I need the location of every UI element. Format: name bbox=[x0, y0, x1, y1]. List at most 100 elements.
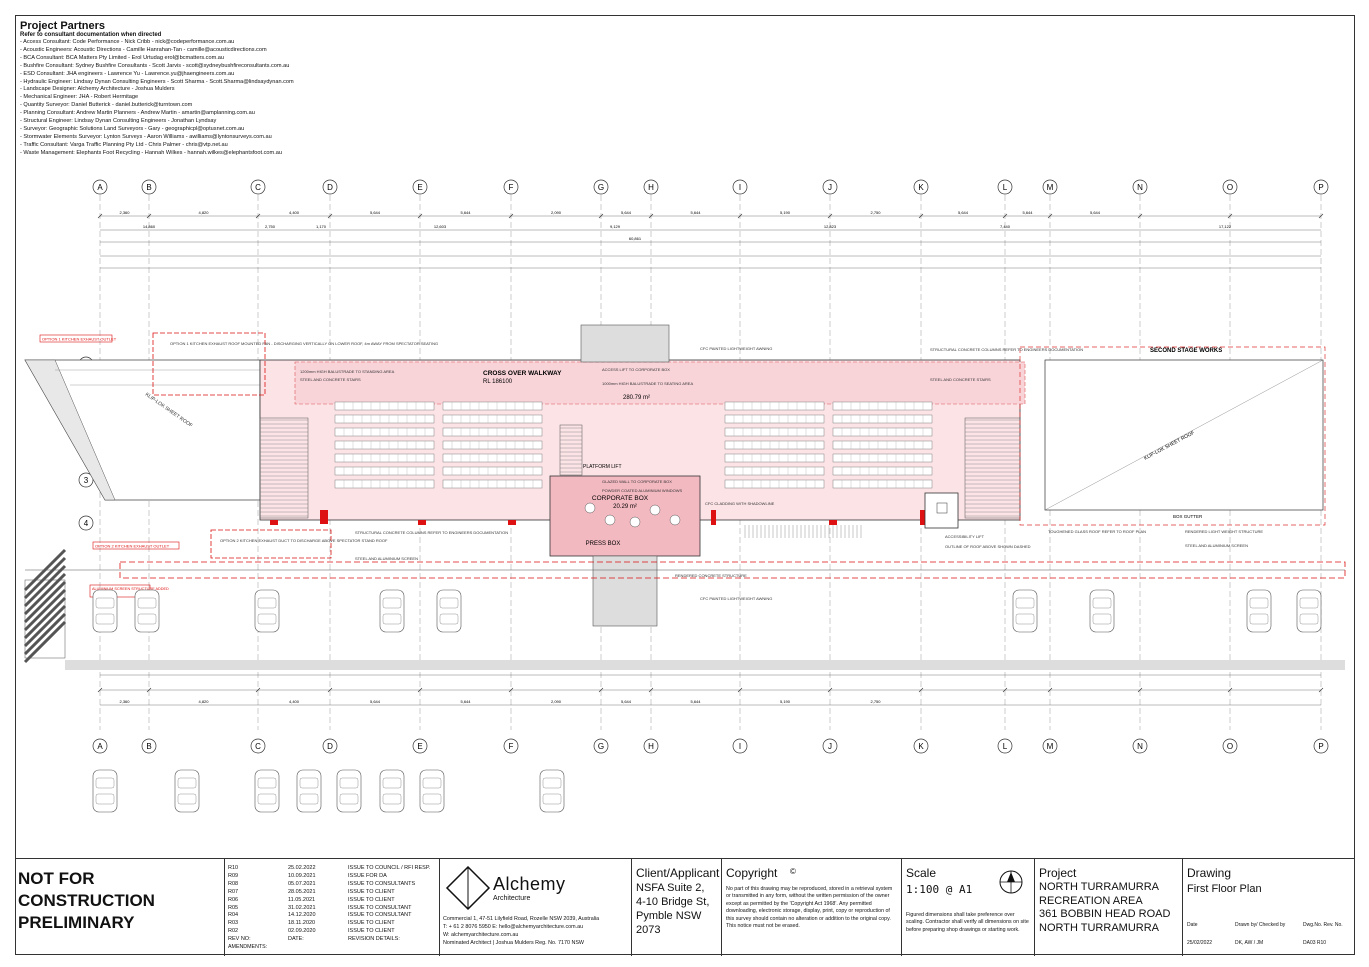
grid-label-top: C bbox=[255, 183, 261, 192]
revision-cell: R03 bbox=[228, 920, 239, 927]
revision-cell: DATE: bbox=[288, 936, 304, 943]
left-roof-edge bbox=[24, 359, 116, 501]
amendments-label: AMENDMENTS: bbox=[228, 944, 268, 950]
partners-subtitle: Refer to consultant documentation when d… bbox=[20, 32, 162, 38]
car bbox=[174, 769, 200, 813]
note-powder-coated: POWDER COATED ALUMINIUM WINDOWS bbox=[602, 488, 682, 493]
grid-bubble-bottom bbox=[1132, 738, 1148, 754]
car bbox=[134, 589, 160, 633]
grid-label-bottom: E bbox=[417, 742, 422, 751]
copyright-icon: © bbox=[790, 867, 796, 876]
grid-label-top: J bbox=[828, 183, 832, 192]
partner-line: - Waste Management: Elephants Foot Recyc… bbox=[20, 149, 282, 156]
dim-text-mid: 9,129 bbox=[610, 224, 621, 229]
walkway-label: CROSS OVER WALKWAY bbox=[483, 370, 562, 377]
partner-line: - Hydraulic Engineer: Lindsay Dynan Cons… bbox=[20, 78, 294, 85]
copyright-title: Copyright bbox=[726, 866, 778, 880]
grid-bubble-top bbox=[1042, 179, 1058, 195]
grid-bubble-top bbox=[141, 179, 157, 195]
partner-line: - Planning Consultant: Andrew Martin Pla… bbox=[20, 110, 255, 117]
dim-text: 5,644 bbox=[370, 210, 381, 215]
revision-cell: 02.09.2020 bbox=[288, 928, 316, 935]
dim-text: 2,090 bbox=[551, 210, 562, 215]
car bbox=[1012, 589, 1038, 633]
dim-text-bottom: 5,644 bbox=[690, 699, 701, 704]
car bbox=[336, 769, 362, 813]
grid-bubble-top bbox=[643, 179, 659, 195]
note-struct-column-lower: STRUCTURAL CONCRETE COLUMNS REFER TO ENG… bbox=[355, 530, 508, 535]
option2-exhaust-box bbox=[210, 529, 332, 559]
car bbox=[379, 589, 405, 633]
scale-title: Scale bbox=[906, 866, 937, 880]
structural-columns bbox=[270, 510, 925, 525]
grid-label-row: 4 bbox=[84, 519, 89, 528]
grid-label-top: L bbox=[1003, 183, 1008, 192]
partner-line: - Structural Engineer: Lindsay Dynan Con… bbox=[20, 118, 217, 125]
revision-cell: ISSUE TO CONSULTANTS bbox=[348, 880, 416, 887]
revision-cell: ISSUE TO CLIENT bbox=[348, 896, 395, 903]
dim-text-bottom: 5,644 bbox=[621, 699, 632, 704]
corporate-box-label: CORPORATE BOX bbox=[592, 495, 649, 502]
grid-label-top: O bbox=[1227, 183, 1233, 192]
grid-bubble-bottom bbox=[593, 738, 609, 754]
grid-bubble-bottom bbox=[503, 738, 519, 754]
cross-over-walkway bbox=[294, 361, 1026, 405]
second-stage-label: SECOND STAGE WORKS bbox=[1150, 348, 1222, 354]
drawing-sheet-border bbox=[15, 15, 1355, 955]
car bbox=[1089, 589, 1115, 633]
car bbox=[92, 589, 118, 633]
dim-text-bottom: 5,644 bbox=[370, 699, 381, 704]
dim-text-bottom: 5,644 bbox=[460, 699, 471, 704]
dim-text-mid: 2,750 bbox=[265, 224, 276, 229]
option2-tag: OPTION 2 KITCHEN EXHAUST OUTLET bbox=[95, 544, 170, 549]
dim-text: 2,360 bbox=[119, 210, 130, 215]
note-outline-roof: OUTLINE OF ROOF ABOVE SHOWN DASHED bbox=[945, 544, 1031, 549]
grid-bubble-bottom bbox=[732, 738, 748, 754]
plan-annotations: OPTION 1 KITCHEN EXHAUST ROOF MOUNTED FA… bbox=[170, 341, 1263, 601]
grid-bubble-bottom bbox=[412, 738, 428, 754]
car bbox=[436, 589, 462, 633]
dim-text: 4,400 bbox=[289, 210, 300, 215]
revision-cell: R06 bbox=[228, 896, 239, 903]
grid-label-bottom: B bbox=[146, 742, 151, 751]
dim-text: 5,644 bbox=[958, 210, 969, 215]
left-roof-hatch bbox=[55, 369, 260, 386]
copyright-text: No part of this drawing may be reproduce… bbox=[726, 886, 893, 930]
text-line: Pymble NSW bbox=[636, 910, 702, 922]
steel-skin-tag: ALUMINIUM SCREEN STRUCTURE ADDED bbox=[92, 587, 169, 591]
grid-label-top: G bbox=[598, 183, 604, 192]
drawing-title: Drawing bbox=[1187, 866, 1232, 880]
text-line: NORTH TURRAMURRA bbox=[1039, 921, 1159, 934]
revision-cell: R09 bbox=[228, 872, 239, 879]
grid-bubble-top bbox=[1222, 179, 1238, 195]
partner-line: - Stormwater Elements Surveyor: Lynton S… bbox=[20, 133, 272, 140]
grid-label-bottom: O bbox=[1227, 742, 1233, 751]
option1-tag: OPTION 1 KITCHEN EXHAUST OUTLET bbox=[42, 337, 117, 342]
grid-label-top: B bbox=[146, 183, 151, 192]
note-accessibility-lift: ACCESSIBILITY LIFT bbox=[945, 534, 985, 539]
warning-line-2: PRELIMINARY bbox=[18, 913, 135, 932]
scale-cell: Scale 1:100 @ A1 Figured dimensions shal… bbox=[902, 859, 1035, 956]
dim-text: 5,644 bbox=[690, 210, 701, 215]
text-line: 361 BOBBIN HEAD ROAD bbox=[1039, 908, 1171, 920]
dim-text-bottom: 4,400 bbox=[289, 699, 300, 704]
architect-address: Commercial 1, 47-51 Lilyfield Road, Roze… bbox=[443, 915, 599, 947]
placeholder bbox=[25, 818, 1345, 836]
car bbox=[254, 589, 280, 633]
revision-cell: 05.07.2021 bbox=[288, 880, 316, 887]
partner-line: - BCA Consultant: BCA Matters Pty Limite… bbox=[20, 54, 225, 61]
option1-tag-box bbox=[39, 334, 113, 343]
option2-tag-box bbox=[92, 541, 180, 550]
note-struct-column: STRUCTURAL CONCRETE COLUMNS REFER TO ENG… bbox=[930, 347, 1083, 352]
note-aluminium-screen-right: STEEL AND ALUMINIUM SCREEN bbox=[1185, 543, 1248, 548]
drawing-cell: Drawing First Floor Plan Date Drawn by/ … bbox=[1183, 859, 1355, 956]
warning-cell: NOT FOR CONSTRUCTION PRELIMINARY bbox=[15, 859, 225, 956]
